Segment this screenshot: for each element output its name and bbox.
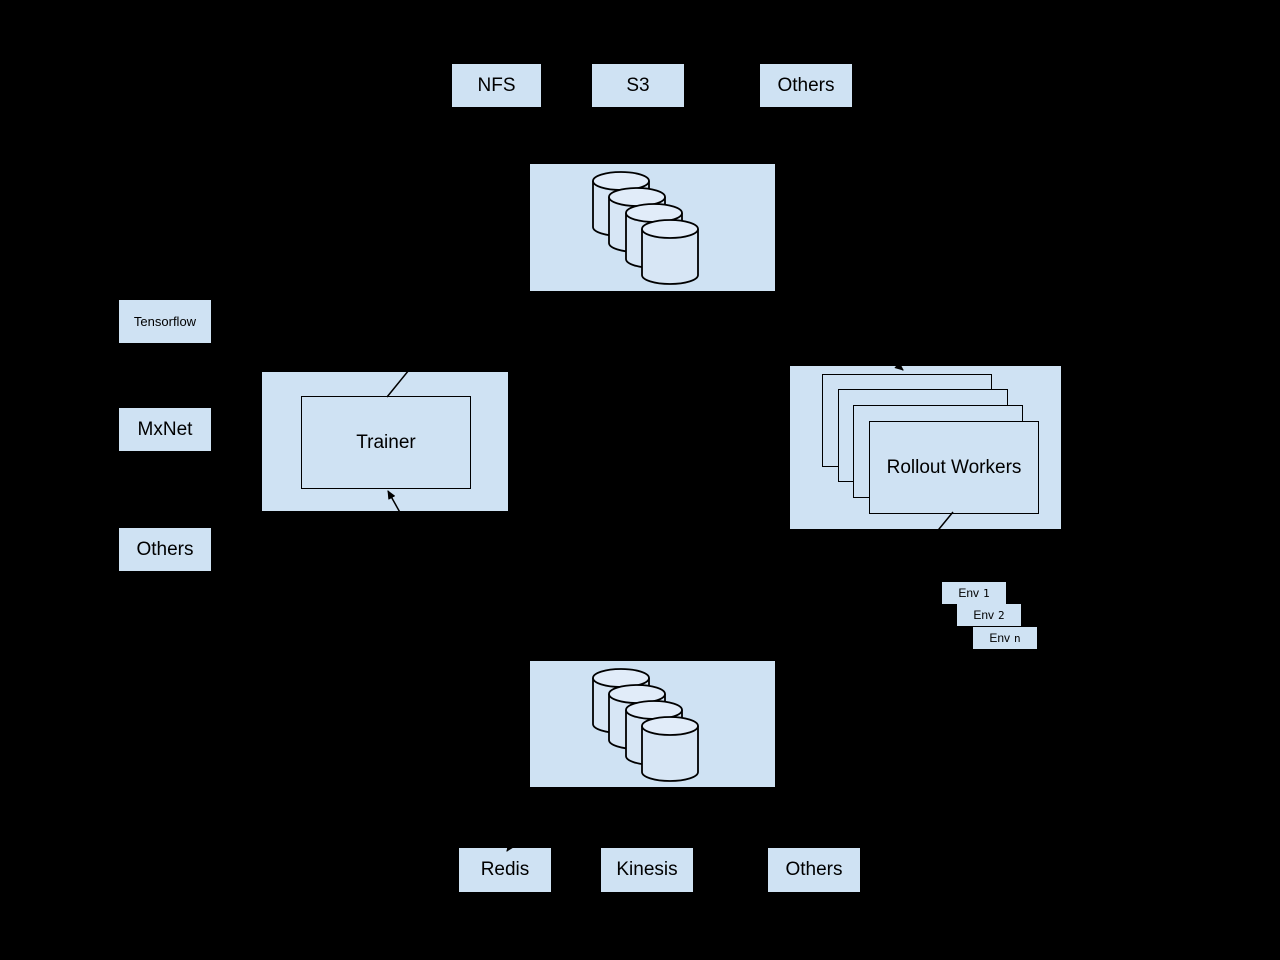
cylinder-4 <box>641 716 699 782</box>
arrow-rollout-to-buffer <box>837 511 954 653</box>
arrow-model-storage-to-rollout <box>819 299 904 371</box>
cylinder-4 <box>641 219 699 285</box>
rollout-workers-box: Rollout Workers <box>869 421 1039 514</box>
redis-box: Redis <box>459 848 551 892</box>
storage-others-box: Others <box>760 64 852 107</box>
buffer-others-box: Others <box>768 848 860 892</box>
env-n-label: Env <box>989 631 1011 645</box>
env-2-index: 2 <box>998 608 1005 622</box>
trainer-box: Trainer <box>301 396 471 489</box>
env-1-index: 1 <box>983 586 990 600</box>
arrow-buffer-to-redis <box>506 794 546 852</box>
s3-box: S3 <box>592 64 684 107</box>
experience-buffer-panel <box>530 661 775 787</box>
nfs-box: NFS <box>452 64 541 107</box>
env-2-label: Env <box>973 608 995 622</box>
model-storage-panel <box>530 164 775 291</box>
kinesis-box: Kinesis <box>601 848 693 892</box>
env-n-index: n <box>1014 631 1021 645</box>
database-cylinders-icon <box>592 668 699 782</box>
trainer-panel: Trainer <box>262 372 508 511</box>
mxnet-box: MxNet <box>119 408 211 451</box>
tensorflow-box: Tensorflow <box>119 300 211 343</box>
env-1-chip: Env 1 <box>942 582 1006 604</box>
database-cylinders-icon <box>592 171 699 285</box>
env-n-chip: Env n <box>973 627 1037 649</box>
env-2-chip: Env 2 <box>957 604 1021 626</box>
rollout-workers-panel: Rollout Workers <box>790 366 1061 529</box>
env-1-label: Env <box>958 586 980 600</box>
frameworks-others-box: Others <box>119 528 211 571</box>
